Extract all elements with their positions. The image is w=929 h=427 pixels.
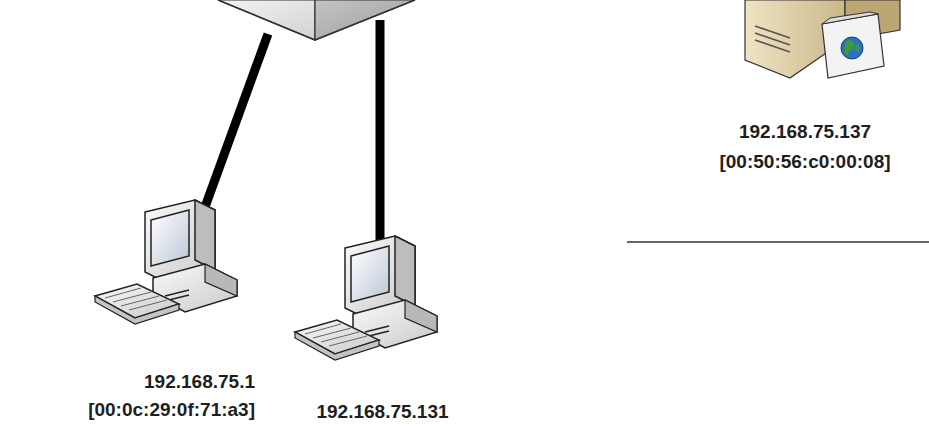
computer-icon bbox=[295, 236, 437, 360]
mac-address: [00:0c:29:0f:71:a3] bbox=[0, 396, 255, 424]
host-label-group: 192.168.75.131 bbox=[290, 398, 475, 426]
computer-icon bbox=[95, 200, 237, 324]
network-cable bbox=[376, 20, 385, 246]
divider-line bbox=[627, 241, 929, 242]
network-cable bbox=[201, 34, 268, 218]
ip-address: 192.168.75.1 bbox=[0, 368, 255, 396]
host-label-group: 192.168.75.1[00:0c:29:0f:71:a3] bbox=[0, 368, 255, 424]
ip-address: 192.168.75.137 bbox=[660, 117, 929, 147]
ip-address: 192.168.75.131 bbox=[290, 398, 475, 426]
server-icon bbox=[745, 0, 900, 78]
mac-address: [00:50:56:c0:00:08] bbox=[660, 147, 929, 177]
switch-icon bbox=[218, 0, 415, 40]
host-label-group: 192.168.75.137[00:50:56:c0:00:08] bbox=[660, 117, 929, 177]
